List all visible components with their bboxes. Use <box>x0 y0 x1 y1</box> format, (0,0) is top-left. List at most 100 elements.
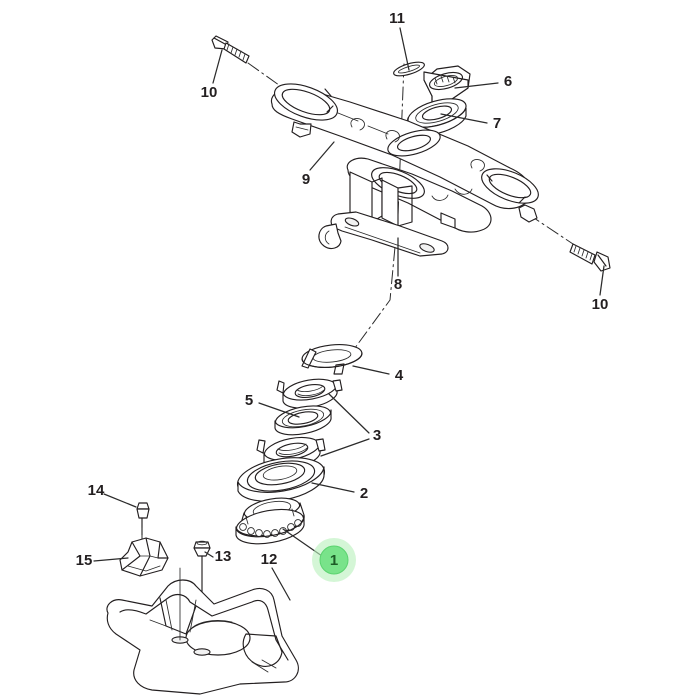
ring-cap-lower-edge <box>301 352 363 369</box>
callout-label-11[interactable]: 11 <box>389 10 405 27</box>
bracket-mount-lug <box>440 212 456 229</box>
part-ring-nut-upper <box>276 378 343 409</box>
frame-plate-outline <box>106 579 299 695</box>
stem-nut-bore-inner <box>433 75 459 87</box>
part-cable-holder-bracket <box>119 537 169 577</box>
crown-left-bore-inner <box>281 88 331 116</box>
frame-gusset-left-rib <box>149 619 167 627</box>
callout-label-4[interactable]: 4 <box>395 367 404 384</box>
flange-bolt-flange <box>193 547 211 557</box>
flange-bolt-head-top <box>196 540 208 546</box>
callout-label-9[interactable]: 9 <box>302 171 310 188</box>
callout-label-1[interactable]: 1 <box>330 552 338 569</box>
highlight-dot <box>319 545 349 575</box>
crown-right-slot <box>486 174 526 204</box>
ring-nut-upper-lug-right <box>332 379 343 392</box>
bolt-shank-left <box>223 42 250 64</box>
bearing-lower-edge <box>235 515 305 538</box>
callout-label-12[interactable]: 12 <box>261 551 278 568</box>
dust-seal-rim <box>237 466 325 502</box>
leader-10-left <box>212 49 223 84</box>
leader-2 <box>311 482 355 493</box>
cable-bracket-edge <box>344 226 421 254</box>
ring-nut-upper-bore <box>294 383 326 399</box>
bolt-thread-left <box>226 43 246 61</box>
frame-gusset-right-ribs <box>251 659 277 673</box>
leader-10-right <box>599 265 605 296</box>
dust-seal-ring-1 <box>246 460 316 492</box>
callout-label-10-left[interactable]: 10 <box>201 84 218 101</box>
cable-bracket-body <box>330 211 449 257</box>
callout-label-2[interactable]: 2 <box>360 485 368 502</box>
ring-nut-lower-lug-right <box>315 438 326 452</box>
bracket-bolt-head <box>136 502 150 510</box>
dust-seal-ring-2 <box>254 462 306 486</box>
cable-bracket-hole-right <box>419 243 435 253</box>
bolt-head-right-edge <box>597 254 607 267</box>
part-upper-bracket-crown <box>270 83 539 233</box>
callout-label-13[interactable]: 13 <box>215 548 232 565</box>
washer-7-bore <box>421 105 453 121</box>
crown-stem-bore-outer <box>387 129 441 157</box>
leader-12 <box>271 567 291 601</box>
leader-11 <box>399 27 410 71</box>
leader-4 <box>352 365 390 375</box>
frame-gusset-left <box>159 597 197 635</box>
callout-label-7[interactable]: 7 <box>493 115 501 132</box>
frame-bolt-seat-right <box>193 648 211 656</box>
crown-right-pinch-lug <box>518 204 538 223</box>
crown-pocket-b <box>385 129 400 143</box>
callout-label-8[interactable]: 8 <box>394 276 402 293</box>
callout-label-3[interactable]: 3 <box>373 427 381 444</box>
lock-washer-rim <box>274 409 332 436</box>
leader-3a <box>328 393 370 434</box>
leader-5 <box>258 402 300 418</box>
bolt-thread-right <box>573 245 593 261</box>
lock-washer-step <box>281 408 325 428</box>
crown-stem-bore-inner <box>396 134 432 152</box>
part-pinch-bolt-left <box>211 35 250 64</box>
part-pinch-bolt-right <box>569 243 611 272</box>
cable-holder-body <box>119 537 169 577</box>
bolt-head-left-edge <box>213 37 226 45</box>
callout-label-6[interactable]: 6 <box>504 73 512 90</box>
right-bolt-axis <box>527 213 577 247</box>
part-under-bracket-frame <box>106 567 299 695</box>
leader-7 <box>440 113 488 124</box>
stem-nut-bore-outer <box>428 71 464 91</box>
cable-bracket-hole-left <box>344 217 360 227</box>
leader-3b <box>320 438 370 457</box>
leader-15 <box>93 557 129 562</box>
crown-pocket-a <box>350 117 365 131</box>
crown-pocket-d <box>454 188 473 195</box>
crown-rib-lines <box>337 112 389 135</box>
crown-pocket-c <box>470 158 485 172</box>
frame-head-bore-shade <box>189 620 233 631</box>
stem-boss-right-side <box>397 185 413 227</box>
bracket-bolt-flange <box>136 508 150 519</box>
ring-nut-lower-lug-left <box>256 439 266 454</box>
leader-6 <box>454 82 499 89</box>
ring-nut-lower-thread <box>277 443 308 455</box>
bolt-head-right <box>593 251 611 272</box>
callout-label-15[interactable]: 15 <box>76 552 93 569</box>
cable-holder-web <box>139 555 159 559</box>
part-dust-seal-race <box>236 457 326 502</box>
ring-nut-upper-thread <box>296 385 325 396</box>
callout-label-5[interactable]: 5 <box>245 392 253 409</box>
callout-label-10-right[interactable]: 10 <box>592 296 609 313</box>
crown-left-pinch-slot <box>295 126 309 131</box>
frame-gusset-right <box>242 633 283 667</box>
crown-right-bore-outer <box>481 168 539 204</box>
cable-bracket-hook-inner <box>324 230 330 245</box>
stem-nut-knurl <box>434 75 456 85</box>
crown-left-pinch-lug <box>291 121 312 138</box>
part-lower-bearing-assembly <box>235 497 305 545</box>
part-lock-washer <box>274 405 332 436</box>
washer-7-chamfer <box>415 102 459 124</box>
cable-bracket-hook <box>318 223 342 250</box>
callout-numbers-group: 1 2 3 4 5 6 7 8 9 10 11 10 12 13 14 15 <box>76 10 609 569</box>
callout-label-14[interactable]: 14 <box>88 482 105 499</box>
